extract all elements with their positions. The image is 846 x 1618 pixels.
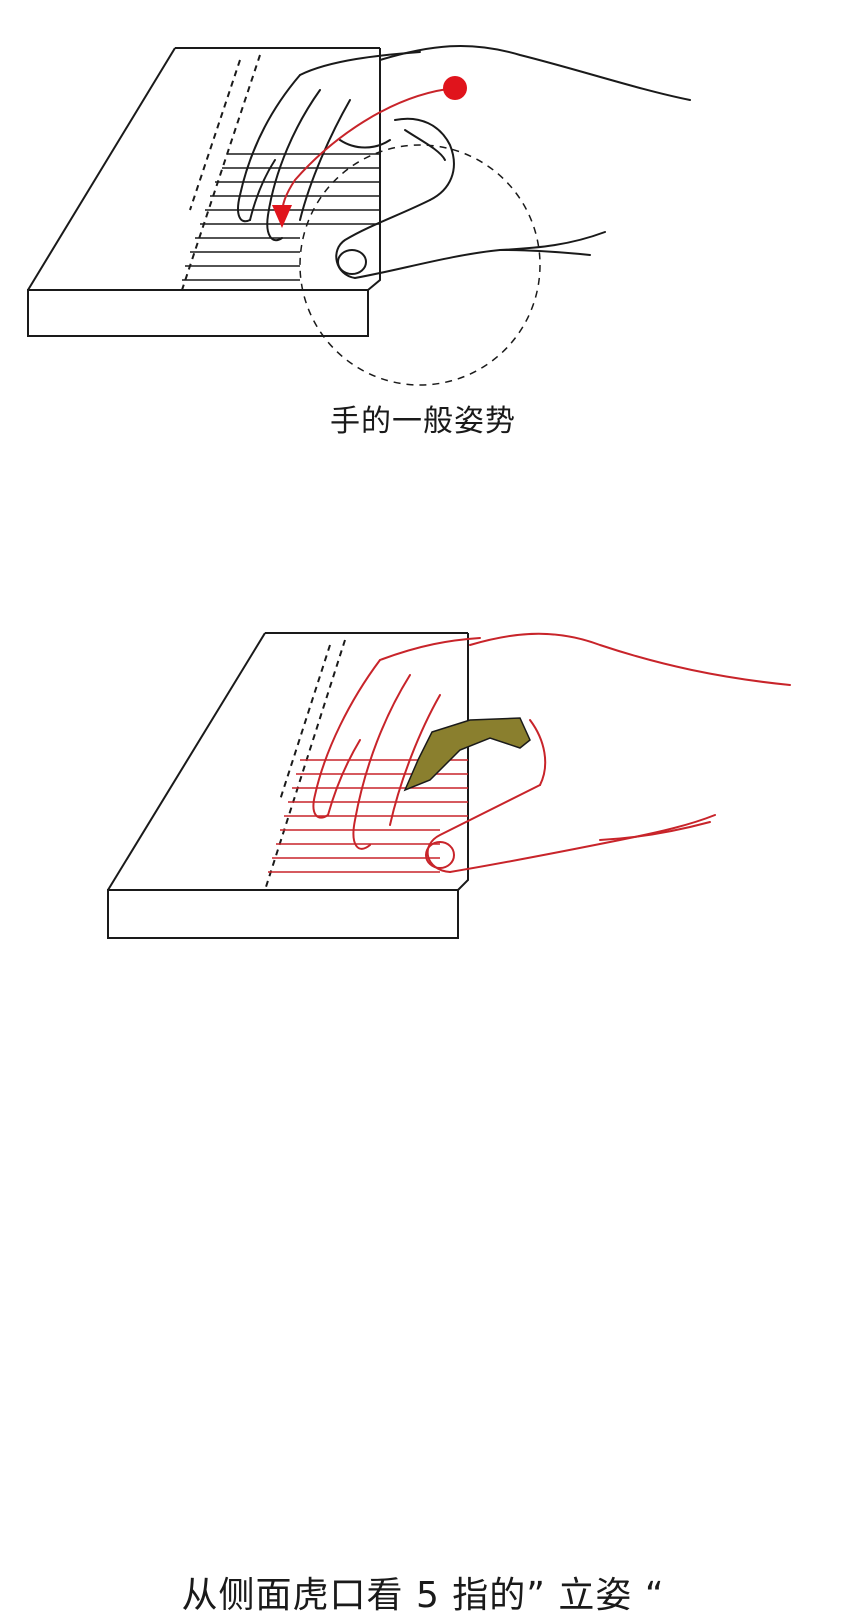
hand-on-keys-diagram [27, 44, 691, 386]
rotation-circle [299, 144, 541, 386]
figure-general-hand-posture: 手的一般姿势 [0, 0, 846, 480]
start-point-marker [443, 76, 467, 100]
finger-motion-arrow [272, 76, 467, 228]
hand-outline [312, 632, 791, 873]
white-key-lines [268, 759, 468, 873]
figure-caption: 手的一般姿势 [330, 404, 516, 439]
piano-keyboard [107, 632, 469, 939]
figure-caption: 从侧面虎口看 5 指的” 立姿 “ [181, 1575, 665, 1616]
thumb-web-shaded-area [403, 717, 531, 792]
piano-keyboard [27, 47, 381, 337]
hand-side-view-diagram [107, 632, 791, 939]
figure-finger-stance-side-view: 从侧面虎口看 5 指的” 立姿 “ [0, 600, 846, 1616]
hand-outline [237, 44, 691, 279]
